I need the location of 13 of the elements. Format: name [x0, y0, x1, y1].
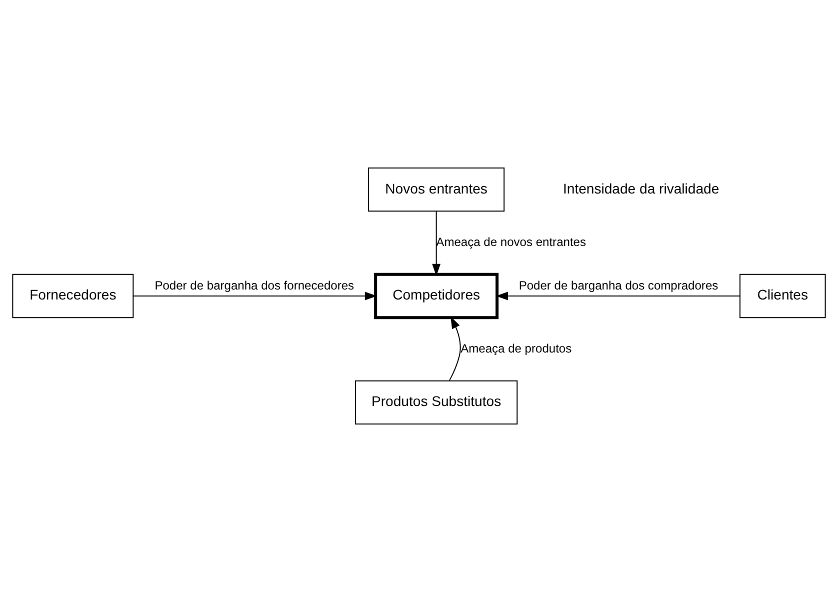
- node-box: Competidores: [374, 272, 499, 320]
- arrow: [496, 292, 740, 300]
- edge-label: Ameaça de produtos: [460, 341, 572, 356]
- node-box: Clientes: [739, 274, 826, 318]
- edge-label: Poder de barganha dos fornecedores: [154, 278, 354, 293]
- node-box: Fornecedores: [12, 274, 134, 318]
- arrow: [432, 211, 441, 276]
- label: Intensidade da rivalidade: [562, 180, 720, 196]
- node-box: Produtos Substitutos: [355, 380, 518, 424]
- arrow: [448, 316, 461, 382]
- node-box: Novos entrantes: [368, 168, 505, 212]
- edge-label: Poder de barganha dos compradores: [518, 278, 718, 293]
- arrow: [133, 292, 377, 300]
